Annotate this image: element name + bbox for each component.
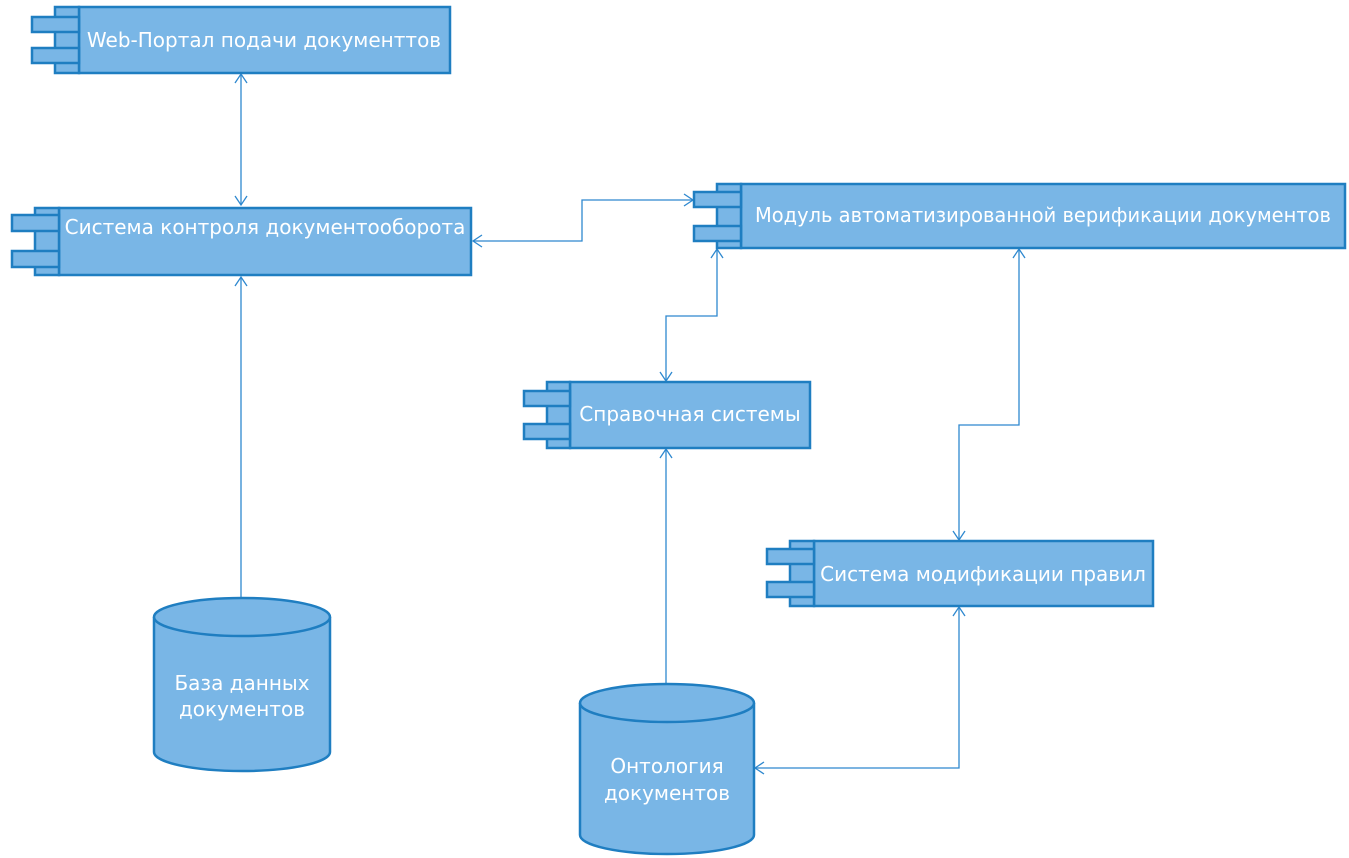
- component-port-icon: [765, 547, 816, 566]
- component-port-icon: [30, 46, 81, 65]
- component-label-rules-modification: Система модификации правил: [820, 562, 1146, 586]
- connector-control-verification: [471, 193, 695, 248]
- connector-portal-control: [234, 72, 248, 207]
- component-control-system[interactable]: Система контроля документооборота: [10, 206, 473, 277]
- connector-verification-reference: [659, 247, 724, 383]
- database-label-ontology-line2: документов: [604, 781, 730, 805]
- component-reference-system[interactable]: Справочная системы: [522, 380, 812, 450]
- component-port-icon: [522, 422, 572, 441]
- component-label-web-portal: Web-Портал подачи документтов: [87, 28, 441, 52]
- connector-verification-rules: [952, 247, 1026, 542]
- component-port-icon: [10, 249, 61, 269]
- component-label-reference-system: Справочная системы: [579, 402, 800, 426]
- component-verification-module[interactable]: Модуль автоматизированной верификации до…: [692, 182, 1347, 250]
- component-port-icon: [30, 15, 81, 34]
- component-web-portal[interactable]: Web-Портал подачи документтов: [30, 5, 452, 75]
- connector-reference-ontology: [659, 447, 673, 705]
- connector-control-database: [234, 275, 248, 622]
- component-port-icon: [692, 190, 743, 209]
- database-ontology[interactable]: Онтология документов: [578, 682, 756, 856]
- component-port-icon: [10, 213, 61, 233]
- component-port-icon: [692, 224, 743, 243]
- component-label-control-system: Система контроля документооборота: [65, 215, 466, 239]
- component-label-verification-module: Модуль автоматизированной верификации до…: [755, 203, 1331, 227]
- component-port-icon: [522, 389, 572, 408]
- component-rules-modification[interactable]: Система модификации правил: [765, 539, 1155, 608]
- database-documents[interactable]: База данных документов: [152, 596, 332, 773]
- database-label-documents-line1: База данных: [174, 671, 309, 695]
- component-port-icon: [765, 580, 816, 599]
- connector-rules-ontology: [753, 605, 966, 775]
- database-label-documents-line2: документов: [179, 697, 305, 721]
- database-label-ontology-line1: Онтология: [610, 754, 723, 778]
